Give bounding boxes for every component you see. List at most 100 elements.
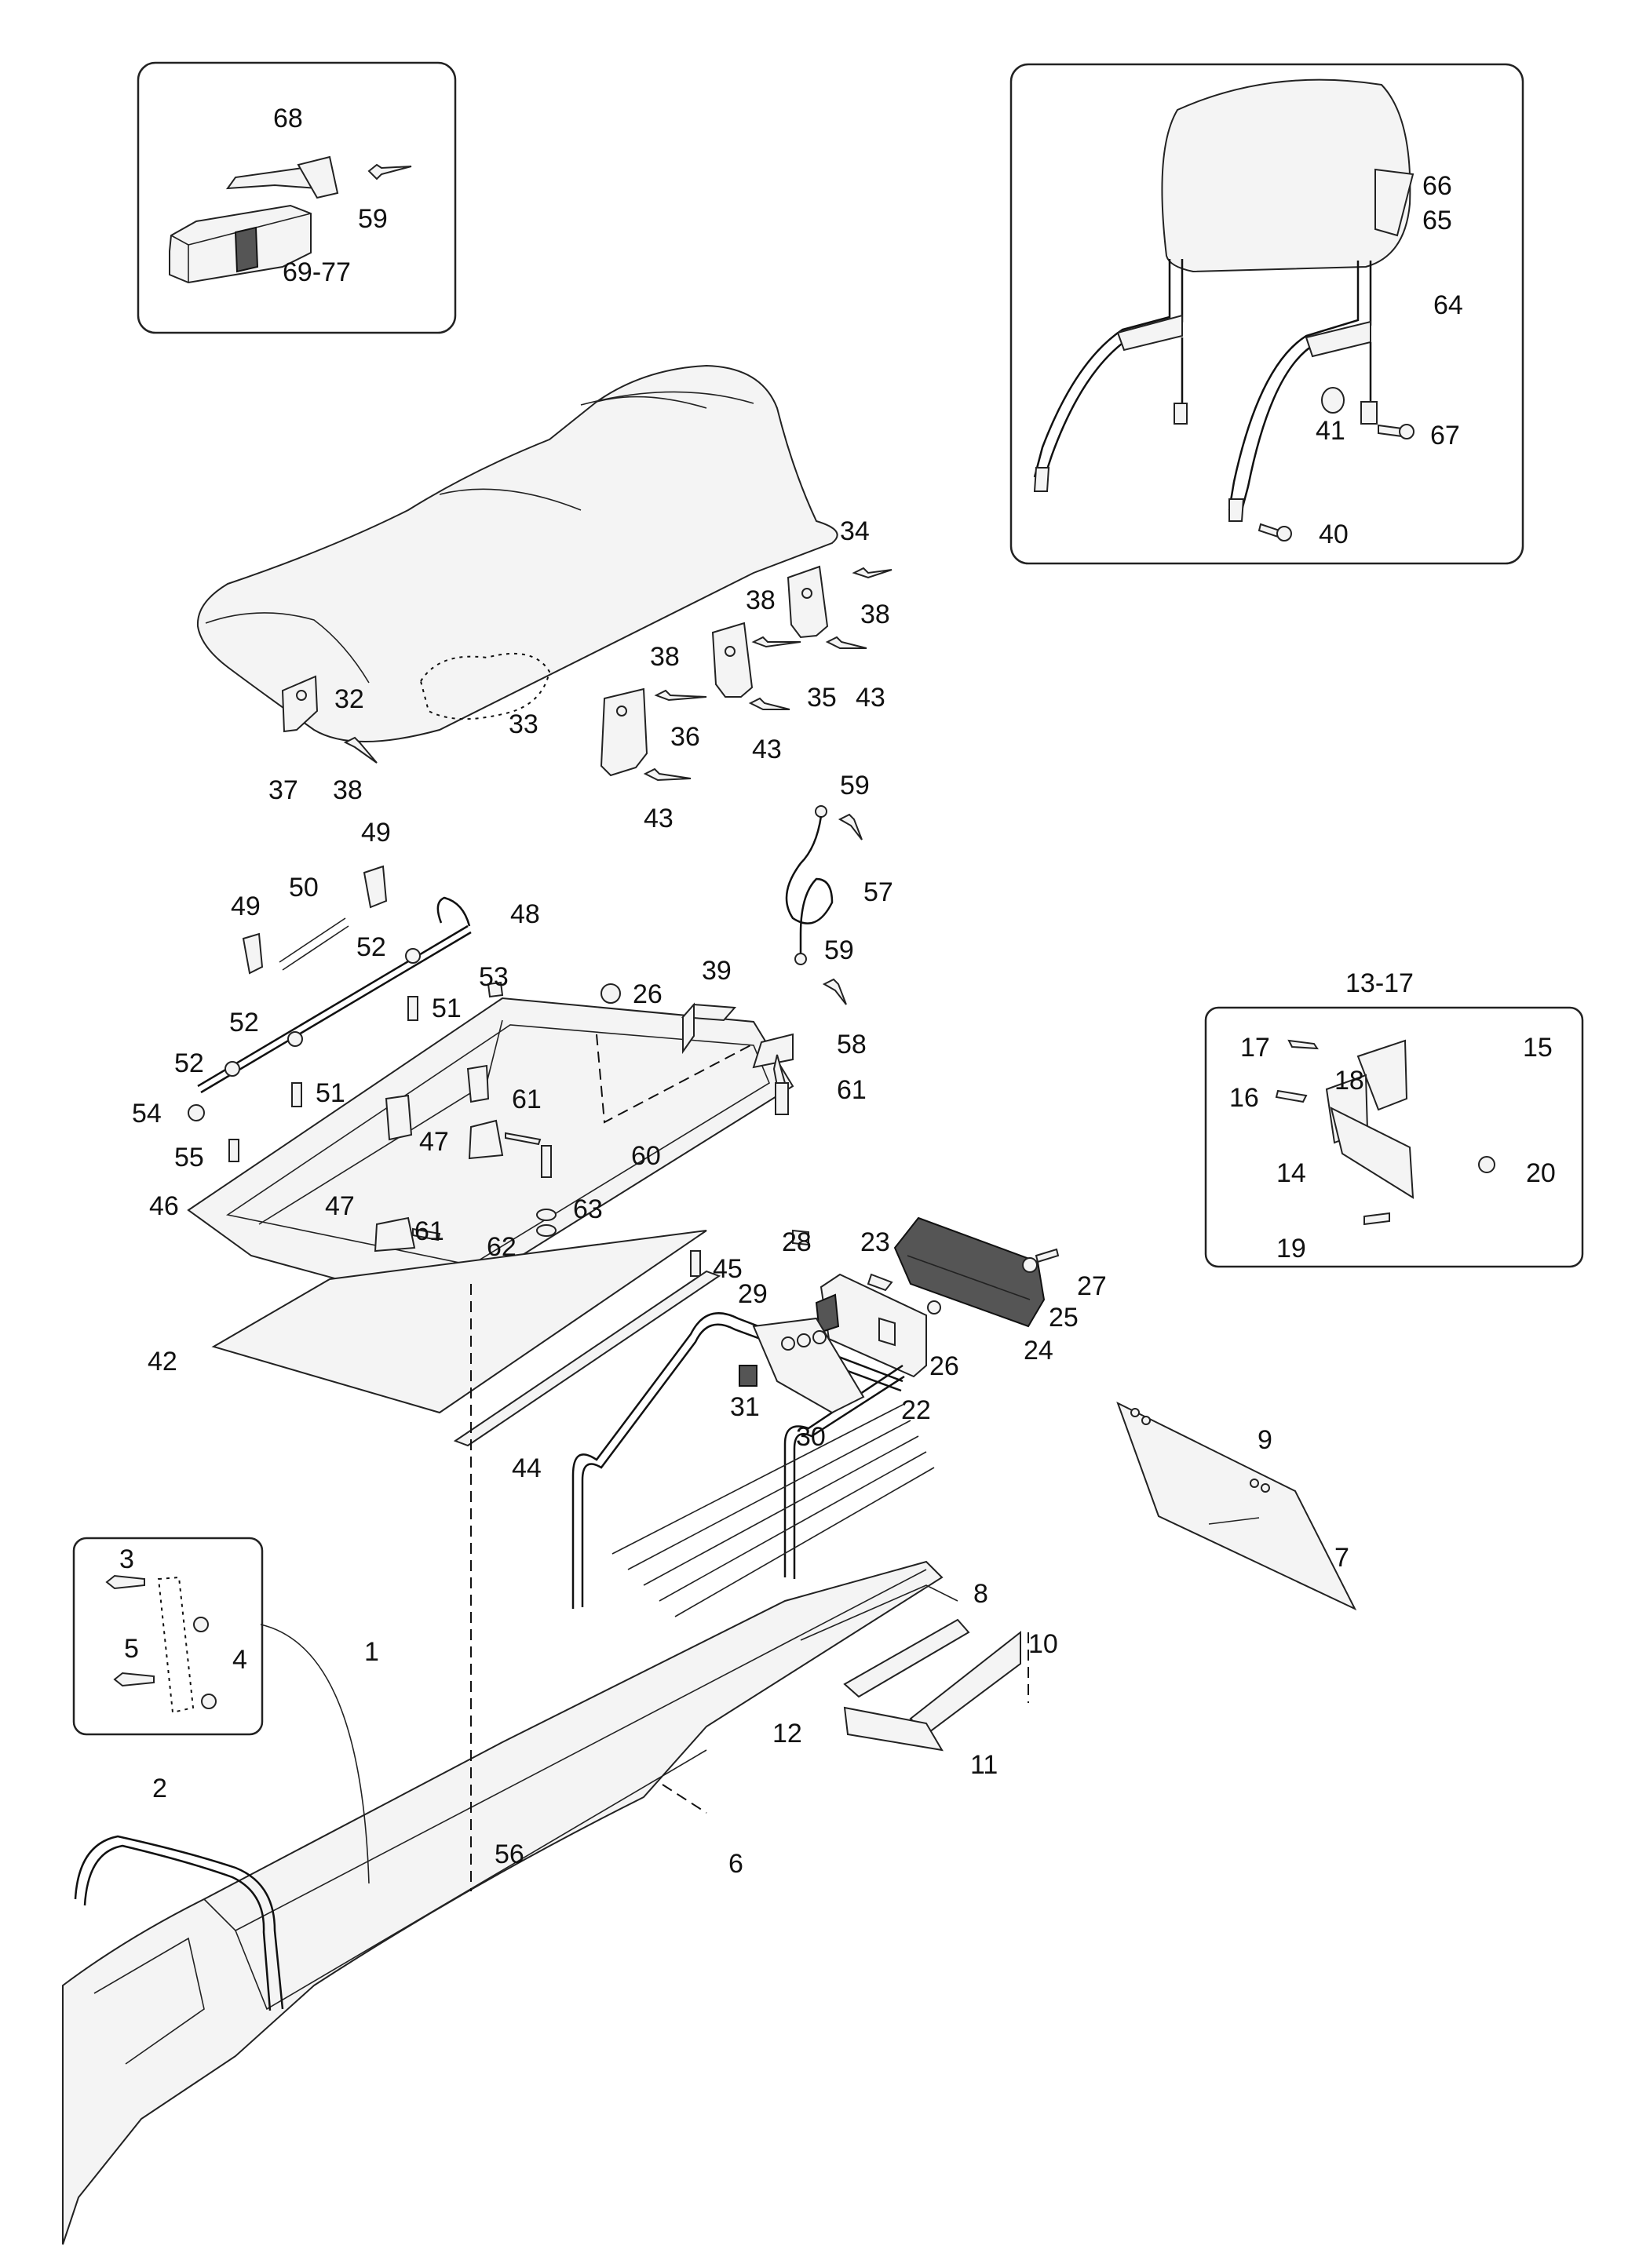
chassis-tunnel-1 [62,1560,944,2245]
rivet-59-inset [367,163,412,180]
callout-43-center: 43 [752,735,782,764]
callout-54: 54 [132,1099,162,1129]
callout-17: 17 [1240,1033,1270,1063]
callout-26-lower: 26 [929,1351,959,1381]
callout-52-upper: 52 [356,932,386,962]
callout-35: 35 [807,683,837,713]
callout-69-77: 69-77 [283,257,351,287]
hitch-plate-31 [739,1317,865,1414]
callout-64: 64 [1433,290,1463,320]
callout-19: 19 [1276,1234,1306,1263]
rivets-38-43 [643,567,893,782]
callout-49-right: 49 [361,818,391,848]
callout-46: 46 [149,1191,179,1221]
callout-43-bottom: 43 [644,804,673,833]
callout-65: 65 [1422,206,1452,235]
callout-51-lower: 51 [316,1078,345,1108]
tray-42 [211,1230,707,1414]
callout-62: 62 [487,1232,517,1262]
callout-29: 29 [738,1279,768,1309]
callout-9: 9 [1258,1425,1272,1455]
taillight-small-parts [792,1229,1060,1314]
callout-15: 15 [1523,1033,1553,1063]
callout-1: 1 [364,1637,379,1667]
callout-2: 2 [152,1774,167,1803]
callout-11: 11 [970,1750,998,1780]
callout-38-left: 38 [333,775,363,805]
callout-16: 16 [1229,1083,1259,1113]
latch-rod-assembly [188,865,504,1162]
callout-40: 40 [1319,520,1349,549]
cushion-69-77 [169,204,312,284]
callout-32: 32 [334,684,364,714]
callout-12: 12 [772,1719,802,1748]
fasteners-box [412,983,789,1277]
callout-18: 18 [1334,1066,1364,1096]
callout-52-middle: 52 [229,1008,259,1037]
callout-4: 4 [232,1645,247,1675]
callout-57: 57 [863,877,893,907]
callout-43-right: 43 [856,683,885,713]
flap-7 [1116,1401,1357,1611]
callout-31: 31 [730,1392,760,1422]
callout-30: 30 [796,1422,826,1452]
callout-61-right: 61 [837,1075,867,1105]
callout-48: 48 [510,899,540,929]
callout-6: 6 [728,1849,743,1879]
callout-47-upper: 47 [419,1127,449,1157]
callout-68: 68 [273,104,303,133]
callout-23: 23 [860,1227,890,1257]
callout-28: 28 [782,1227,812,1257]
bracket-35-a [711,622,754,698]
spacer-41 [1321,387,1345,414]
hinge-47 [374,1119,504,1253]
callout-59-inset: 59 [358,204,388,234]
inset-box-cushion [137,61,457,334]
callout-56: 56 [495,1840,524,1869]
callout-22: 22 [901,1395,931,1425]
callout-13-17: 13-17 [1345,968,1414,998]
callout-5: 5 [124,1634,139,1664]
callout-33: 33 [509,709,538,739]
callout-50: 50 [289,873,319,902]
callout-27: 27 [1077,1271,1107,1301]
callout-58: 58 [837,1030,867,1059]
bolt-40 [1258,523,1292,541]
callout-45: 45 [713,1254,743,1284]
callout-44: 44 [512,1453,542,1483]
rail-44 [453,1270,721,1447]
rear-bumper-rack [571,1312,935,1617]
callout-55: 55 [174,1143,204,1172]
bracket-8-10 [843,1618,1021,1752]
callout-38-upper: 38 [746,585,776,615]
channel-39 [681,1002,737,1055]
callout-61-center: 61 [512,1085,542,1114]
seat-34 [196,364,838,742]
backrest-pad-65 [1161,78,1415,273]
callout-34: 34 [840,516,870,546]
callout-3: 3 [119,1544,134,1574]
callout-66: 66 [1422,171,1452,201]
callout-8: 8 [973,1579,988,1609]
bracket-37 [281,675,319,733]
callout-24: 24 [1024,1336,1053,1366]
callout-52-lower: 52 [174,1048,204,1078]
inset-box-backrest [1009,63,1524,565]
callout-67: 67 [1430,421,1460,450]
cable-57 [785,805,863,1005]
callout-39: 39 [702,956,732,986]
inset-box-fasteners [72,1537,264,1736]
callout-36: 36 [670,722,700,752]
callout-25: 25 [1049,1303,1079,1333]
hitch-parts-13-17 [1275,1039,1495,1226]
callout-63: 63 [573,1194,603,1224]
callout-61-lower: 61 [414,1216,444,1246]
bracket-35-b [787,565,829,639]
callout-49-left: 49 [231,892,261,921]
seat-pad-33 [419,652,551,720]
callout-53: 53 [479,962,509,992]
callout-59-upper: 59 [840,771,870,800]
callout-60: 60 [631,1141,661,1171]
callout-38-center: 38 [650,642,680,672]
